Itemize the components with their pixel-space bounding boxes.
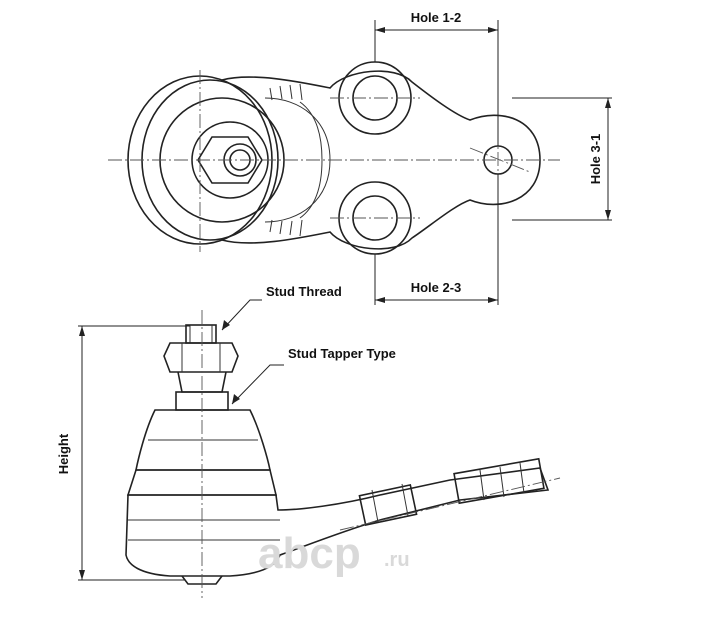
watermark: abcp .ru xyxy=(258,529,410,578)
stud-thread-leader xyxy=(221,299,262,331)
watermark-brand: abcp xyxy=(258,529,361,578)
stud-tapper-type-label: Stud Tapper Type xyxy=(288,346,396,361)
castle-nut xyxy=(163,342,239,373)
top-view xyxy=(108,20,612,305)
stud-thread-label: Stud Thread xyxy=(266,284,342,299)
hole-3-1-label: Hole 3-1 xyxy=(588,134,603,185)
hole-1-2-label: Hole 1-2 xyxy=(411,10,462,25)
stud-tapper-leader xyxy=(231,364,284,405)
control-arm-body xyxy=(125,467,550,577)
arm-bushing-outer xyxy=(453,457,545,505)
side-view xyxy=(78,299,561,598)
hole-2-3-label: Hole 2-3 xyxy=(411,280,462,295)
height-label: Height xyxy=(56,433,71,474)
flange-rib-upper xyxy=(299,101,323,161)
arm-bushing-inner xyxy=(358,483,418,527)
flange-rib-lower xyxy=(299,159,323,219)
watermark-suffix: .ru xyxy=(384,549,410,571)
